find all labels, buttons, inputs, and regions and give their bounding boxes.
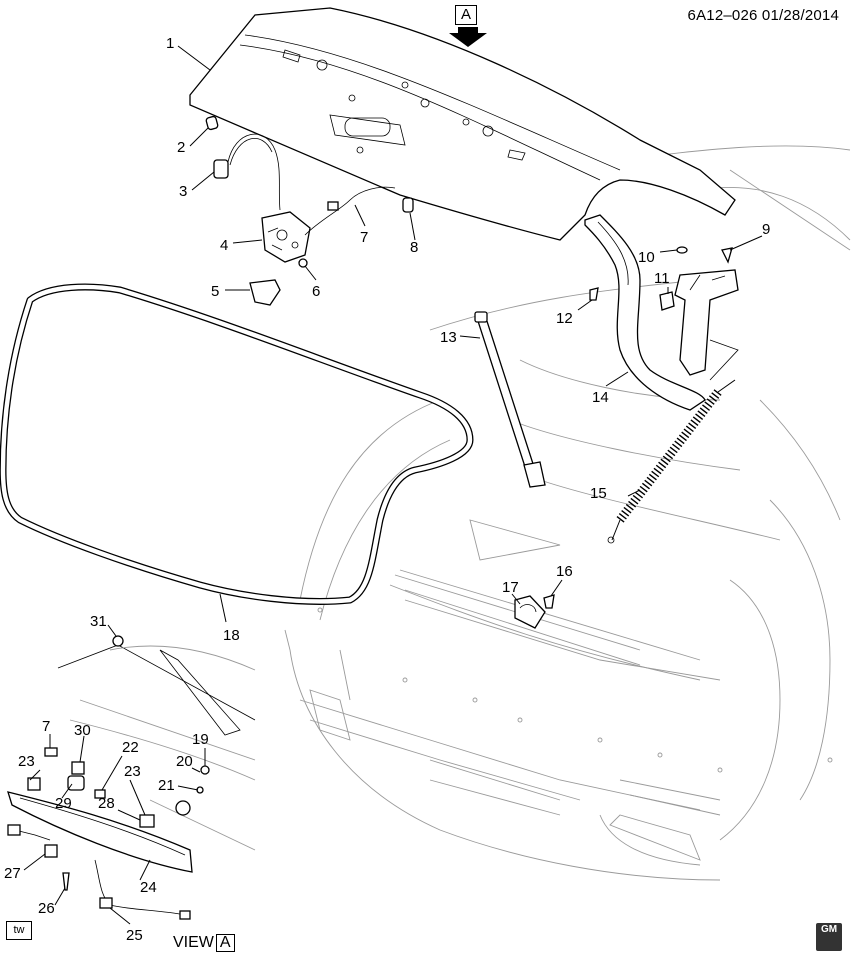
callout-17: 17 <box>502 579 519 596</box>
gm-logo: GM <box>816 923 842 951</box>
part-15-spring <box>607 379 736 544</box>
callout-16: 16 <box>556 563 573 580</box>
callout-4: 4 <box>220 237 228 254</box>
part-12-bolt <box>589 287 599 301</box>
part-11-nut <box>659 291 675 311</box>
callout-24: 24 <box>140 879 157 896</box>
part-6-nut <box>298 258 308 268</box>
part-9-bolt <box>721 247 733 264</box>
callout-7b: 7 <box>42 718 50 735</box>
trunk-lid <box>189 7 736 241</box>
callout-26: 26 <box>38 900 55 917</box>
callout-21: 21 <box>158 777 175 794</box>
callout-5: 5 <box>211 283 219 300</box>
callout-29: 29 <box>55 795 72 812</box>
part-5-latch-cover <box>249 279 281 306</box>
part-8-bumper <box>402 197 414 213</box>
view-letter-box: A <box>215 934 235 952</box>
callout-11: 11 <box>654 270 670 287</box>
part-18-weatherstrip <box>0 283 474 605</box>
view-a-box: A <box>455 5 477 25</box>
callout-1: 1 <box>166 35 174 52</box>
callout-27: 27 <box>4 865 21 882</box>
view-label: VIEW <box>173 934 214 951</box>
callout-13: 13 <box>440 329 457 346</box>
tw-tag: tw <box>6 921 32 940</box>
callout-25: 25 <box>126 927 143 944</box>
callout-6: 6 <box>312 283 320 300</box>
gm-logo-text: GM <box>820 924 838 935</box>
callout-2: 2 <box>177 139 185 156</box>
callout-labels: 1 2 3 4 5 6 7 8 9 10 11 12 13 14 15 16 1… <box>4 35 770 944</box>
vehicle-body-outline <box>284 145 851 881</box>
view-a-arrow <box>449 27 487 47</box>
callout-22: 22 <box>122 739 139 756</box>
view-a-inset <box>7 635 256 920</box>
callout-30: 30 <box>74 722 91 739</box>
callout-3: 3 <box>179 183 187 200</box>
callout-23: 23 <box>18 753 35 770</box>
callout-9: 9 <box>762 221 770 238</box>
callout-12: 12 <box>556 310 573 327</box>
callout-10: 10 <box>638 249 655 266</box>
callout-28: 28 <box>98 795 115 812</box>
callout-31: 31 <box>90 613 107 630</box>
callout-14: 14 <box>592 389 609 406</box>
part-3-release-cable <box>213 133 281 211</box>
part-13-strut <box>474 311 546 488</box>
callout-7: 7 <box>360 229 368 246</box>
part-2-bumper <box>205 115 219 131</box>
part-10-bumper <box>676 246 688 254</box>
leader-lines <box>23 45 763 925</box>
diagram-reference-code: 6A12–026 01/28/2014 <box>687 7 839 24</box>
callout-18: 18 <box>223 627 240 644</box>
part-4-latch <box>261 211 311 263</box>
callout-23b: 23 <box>124 763 141 780</box>
part-14-hinge <box>584 214 739 411</box>
callout-15: 15 <box>590 485 607 502</box>
callout-20: 20 <box>176 753 193 770</box>
part-16-bolt <box>543 594 555 609</box>
callout-19: 19 <box>192 731 209 748</box>
part-7-harness <box>304 186 396 236</box>
callout-8: 8 <box>410 239 418 256</box>
part-17-striker <box>514 595 546 629</box>
